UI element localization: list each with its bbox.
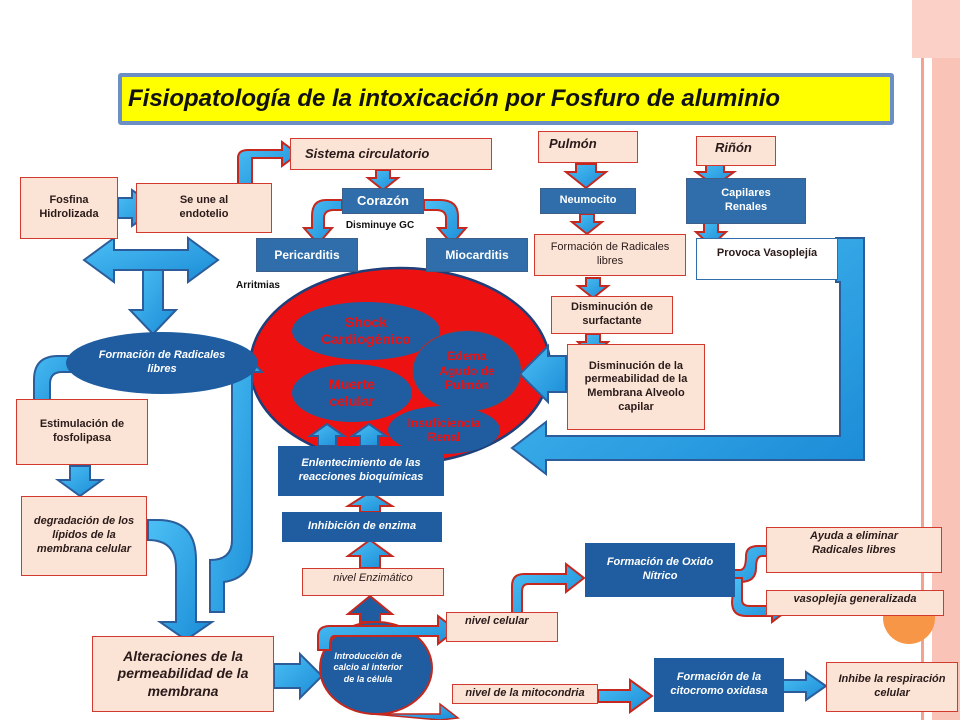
oval-edema: Edema Agudo de Pulmón [412,330,522,412]
arrow-sistema-to-corazon [365,169,401,192]
node-fosfolipasa: Estimulación de fosfolipasa [16,399,148,465]
arrow-corazon-to-pericarditis [301,199,343,246]
muerte-label: Muerte celular [329,376,375,409]
node-capilares: Capilares Renales [686,178,806,224]
section-kidney: Riñón [696,136,776,166]
right-stripe-inner [921,0,924,720]
node-surfactante: Disminución de surfactante [551,296,673,334]
label-disminuye-gc: Disminuye GC [345,219,415,231]
oval-muerte: Muerte celular [292,364,412,422]
arrow-neumocito-to-radicales [569,213,605,236]
node-miocarditis: Miocarditis [426,238,528,272]
node-enlentecimiento: Enlentecimiento de las reacciones bioquí… [278,446,444,496]
node-calcio: Introducción de calcio al interior de la… [333,651,403,684]
section-circulatory: Sistema circulatorio [290,138,492,170]
node-pericarditis: Pericarditis [256,238,358,272]
node-vasoplejia-gen: vasoplejía generalizada [766,590,944,616]
top-right-stripe [912,0,960,58]
node-degradacion: degradación de los lípidos de la membran… [21,496,147,576]
arrow-enlentecimiento-up-2 [348,422,390,447]
shock-label: Shock Cardiogénico [321,314,411,347]
node-inhibe-resp: Inhibe la respiración celular [826,662,958,712]
arrow-vasoplejia-to-insuficiencia [510,237,865,477]
oval-shock: Shock Cardiogénico [292,302,440,360]
arrow-corazon-to-miocarditis [423,199,469,246]
node-oxido-nitrico: Formación de Oxido Nítrico [585,543,735,597]
arrow-pulmon-to-neumocito [563,163,609,190]
node-citocromo: Formación de la citocromo oxidasa [654,658,784,712]
insuficiencia-label: Insuficiencia Renal [407,415,481,444]
node-neumocito: Neumocito [540,188,636,214]
node-endotelio: Se une al endotelio [136,183,272,233]
node-nivel-enzimatico: nivel Enzimático [302,568,444,596]
arrow-radicales-to-surfactante [575,277,611,300]
arrow-celular-to-oxido [511,561,586,621]
edema-label: Edema Agudo de Pulmón [439,349,495,393]
node-ayuda: Ayuda a eliminar Radicales libres [766,527,942,573]
arrow-citocromo-to-inhibe [781,670,828,702]
arrow-endotelio-to-sistema [237,140,300,189]
node-permeabilidad: Disminución de la permeabilidad de la Me… [567,344,705,430]
node-alteraciones: Alteraciones de la permeabilidad de la m… [92,636,274,712]
node-radicales-lung: Formación de Radicales libres [534,234,686,276]
arrow-degradacion-to-alteraciones [147,519,216,642]
label-arritmias: Arritmias [236,279,280,291]
arrow-inhibicion-to-enlentecimiento [344,490,396,513]
arrow-calcio-to-enzimatico [345,594,395,623]
section-lung: Pulmón [538,131,638,163]
node-vasoplejia: Provoca Vasoplejía [696,238,838,280]
arrow-enlentecimiento-up-1 [306,422,348,447]
arrow-mitocondria-to-citocromo [597,678,654,714]
title-banner: Fisiopatología de la intoxicación por Fo… [118,73,894,125]
double-arrow-horizontal [82,236,220,284]
node-inhibicion: Inhibición de enzima [282,512,442,542]
node-corazon: Corazón [342,188,424,214]
node-radicales-left: Formación de Radicales libres [66,332,258,394]
page-title: Fisiopatología de la intoxicación por Fo… [128,85,781,112]
arrow-enzimatico-to-inhibicion [344,538,396,569]
node-nivel-mitocondria: nivel de la mitocondria [452,684,598,704]
arrow-alteraciones-to-calcio [273,651,324,701]
arrow-down-to-radicales [127,269,179,336]
arrow-permeabilidad-to-edema [518,343,567,405]
node-fosfina: Fosfina Hidrolizada [20,177,118,239]
node-nivel-celular: nivel celular [446,612,558,642]
arrow-fosfolipasa-to-degradacion [54,465,106,498]
arrow-calcio-to-mitocondria [371,702,460,720]
